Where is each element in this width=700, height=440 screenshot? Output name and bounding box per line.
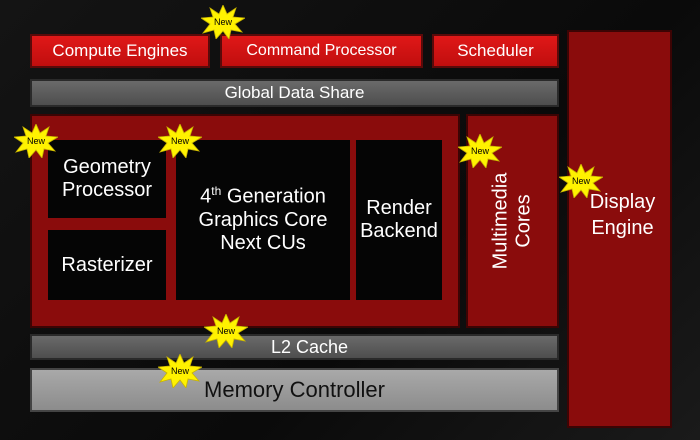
gcn-superscript: th — [211, 184, 222, 199]
memory-controller-block: Memory Controller — [30, 368, 559, 412]
display-engine-block: Display Engine — [567, 30, 672, 428]
new-badge-text: New — [471, 146, 490, 156]
command-processor-block: Command Processor — [220, 34, 423, 68]
scheduler-label: Scheduler — [457, 41, 534, 60]
command-processor-label: Command Processor — [246, 42, 397, 59]
gcn-block: 4th Generation Graphics Core Next CUs — [176, 140, 350, 300]
new-badge-text: New — [171, 366, 190, 376]
scheduler-block: Scheduler — [432, 34, 559, 68]
geometry-processor-label-line2: Processor — [61, 179, 153, 201]
l2-cache-label: L2 Cache — [270, 336, 349, 357]
new-badge-geometry-processor: New — [14, 124, 58, 158]
render-backend-label-line1: Render — [366, 197, 432, 219]
new-badge-memory-controller: New — [158, 354, 202, 388]
rasterizer-label: Rasterizer — [61, 253, 153, 276]
display-engine-label-line2: Engine — [591, 217, 654, 239]
display-engine-label-line1: Display — [589, 191, 656, 213]
new-badge-gcn: New — [158, 124, 202, 158]
new-badge-multimedia-cores: New — [458, 134, 502, 168]
new-badge-text: New — [217, 326, 236, 336]
new-badge-text: New — [27, 136, 46, 146]
multimedia-cores-label-line2: Cores — [512, 194, 535, 248]
global-data-share-block: Global Data Share — [30, 79, 559, 107]
multimedia-cores-label: Multimedia Cores — [490, 173, 536, 270]
gcn-label-line2: Graphics Core — [198, 208, 328, 231]
geometry-processor-label-line1: Geometry — [63, 156, 151, 178]
compute-engines-block: Compute Engines — [30, 34, 210, 68]
new-badge-l2-cache: New — [204, 314, 248, 348]
rasterizer-block: Rasterizer — [48, 230, 166, 300]
memory-controller-label: Memory Controller — [204, 377, 385, 402]
render-backend-block: Render Backend — [356, 140, 442, 300]
render-backend-label-line2: Backend — [360, 220, 438, 242]
global-data-share-label: Global Data Share — [224, 83, 365, 102]
new-badge-display-engine: New — [559, 164, 603, 198]
new-badge-command-processor: New — [201, 5, 245, 39]
geometry-processor-block: Geometry Processor — [48, 140, 166, 218]
gcn-label-line1: 4th Generation — [200, 184, 326, 208]
l2-cache-block: L2 Cache — [30, 334, 559, 360]
gcn-label-line3: Next CUs — [220, 231, 306, 254]
compute-engines-label: Compute Engines — [52, 41, 188, 60]
multimedia-cores-label-line1: Multimedia — [489, 172, 512, 270]
new-badge-text: New — [572, 176, 591, 186]
new-badge-text: New — [214, 17, 233, 27]
new-badge-text: New — [171, 136, 190, 146]
